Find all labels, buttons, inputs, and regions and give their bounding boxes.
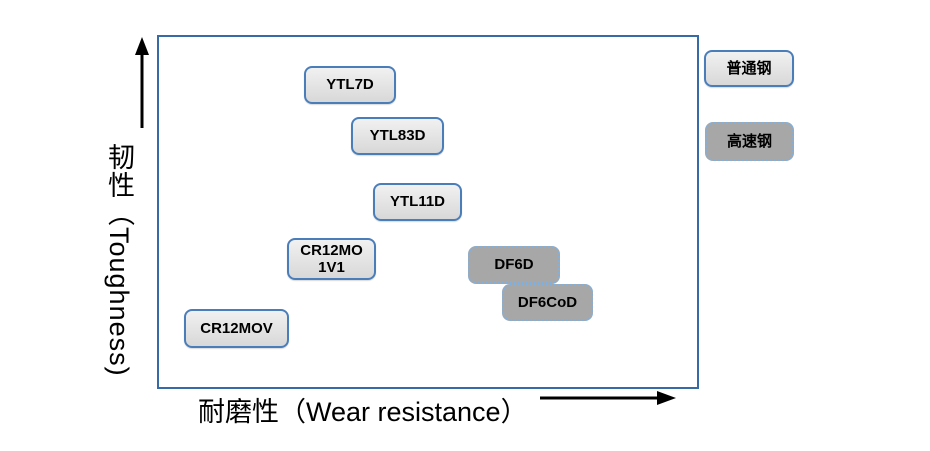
legend-ordinary-steel: 普通钢 — [704, 50, 794, 87]
x-axis-label: 耐磨性（Wear resistance） — [198, 397, 528, 427]
steel-box-cr12mo1v1: CR12MO 1V1 — [287, 238, 376, 280]
steel-box-cr12mov: CR12MOV — [184, 309, 289, 348]
steel-box-ytl7d: YTL7D — [304, 66, 396, 104]
y-axis-arrow-icon — [135, 37, 149, 128]
steel-box-ytl11d: YTL11D — [373, 183, 462, 221]
steel-box-df6d: DF6D — [468, 246, 560, 284]
x-axis-arrow-icon — [540, 391, 676, 405]
steel-box-ytl83d: YTL83D — [351, 117, 444, 155]
legend-high-speed-steel: 高速钢 — [705, 122, 794, 161]
y-axis-label: 韧性（Toughness) — [104, 143, 134, 377]
steel-box-df6cod: DF6CoD — [502, 284, 593, 321]
